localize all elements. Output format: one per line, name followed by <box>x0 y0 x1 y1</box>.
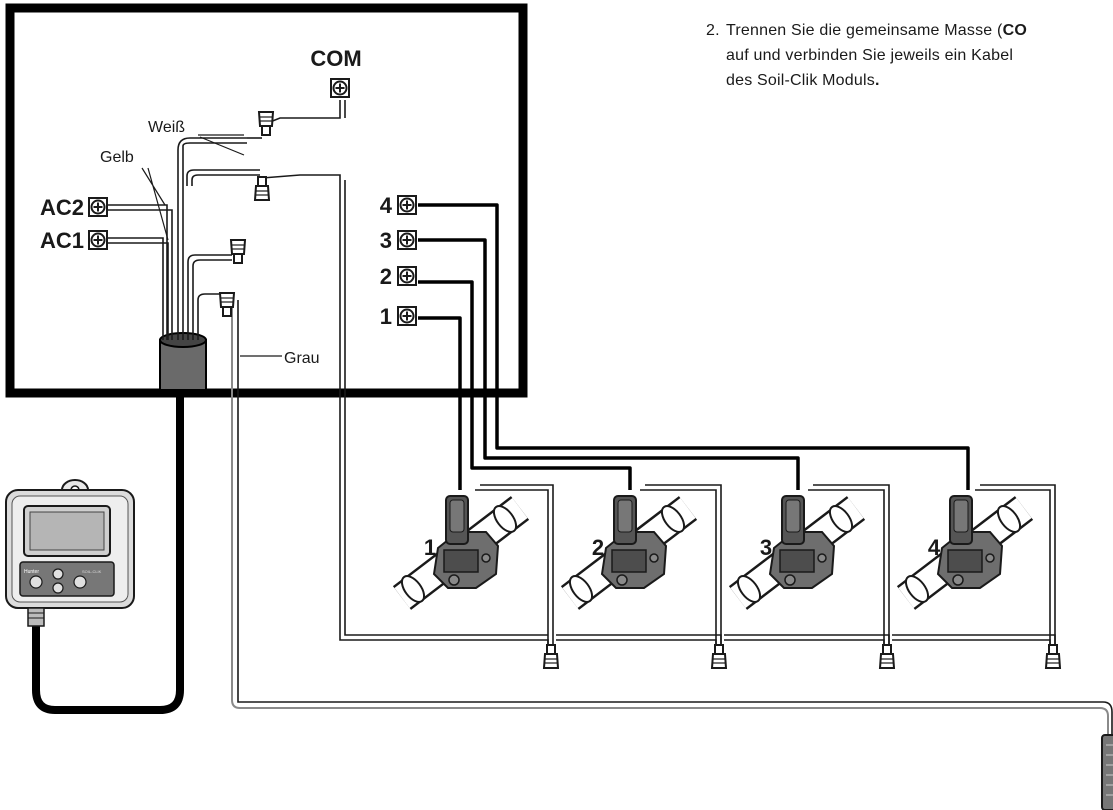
com-terminal <box>330 78 350 98</box>
plus-button-icon <box>52 568 64 580</box>
instruction-line3: des Soil-Clik Moduls <box>726 72 875 89</box>
ac2-terminal <box>88 197 108 217</box>
wire-nut <box>230 239 246 264</box>
soil-clik-module: Hunter SOIL-CLIK <box>5 479 135 627</box>
valve-2 <box>566 496 689 606</box>
station-label: 4 <box>380 193 393 218</box>
station-wires <box>418 203 970 490</box>
ac2-label: AC2 <box>40 195 84 220</box>
minus-button-icon <box>52 582 64 594</box>
station-1-terminal <box>397 306 417 326</box>
valve-number: 4 <box>928 535 941 560</box>
com-label: COM <box>310 46 361 71</box>
ac1-terminal <box>88 230 108 250</box>
station-4-terminal <box>397 195 417 215</box>
station-label: 3 <box>380 228 392 253</box>
instruction-line1: Trennen Sie die gemeinsame Masse ( <box>726 22 1003 39</box>
station-2-terminal <box>397 266 417 286</box>
grau-label: Grau <box>284 350 320 367</box>
wire-nut <box>543 644 559 669</box>
weiss-label: Weiß <box>148 119 185 136</box>
station-3-terminal <box>397 230 417 250</box>
instruction-period: . <box>874 72 880 89</box>
valve-3 <box>734 496 857 606</box>
instruction-number: 2. <box>706 22 720 39</box>
wire-nut <box>258 111 274 136</box>
station-label: 1 <box>380 304 392 329</box>
valve-1 <box>398 496 521 606</box>
wire-nut <box>219 292 235 317</box>
valve-4 <box>902 496 1025 606</box>
instruction-com-fragment: CO <box>1002 22 1027 39</box>
gelb-label: Gelb <box>100 149 134 166</box>
soil-sensor-probe <box>1101 734 1113 810</box>
instruction-line2: auf und verbinden Sie jeweils ein Kabel <box>726 47 1014 64</box>
brand-logo: Hunter <box>24 569 39 575</box>
wire-nut <box>879 644 895 669</box>
wire-bundle <box>88 137 247 340</box>
valve-number: 1 <box>424 535 436 560</box>
soil-clik-cable <box>32 390 184 714</box>
wire-nut <box>254 176 270 201</box>
soil-clik-text: SOIL-CLIK <box>82 569 102 574</box>
valve-number: 3 <box>760 535 772 560</box>
wire-nut <box>1045 644 1061 669</box>
pause-button-icon <box>73 575 87 589</box>
instruction-text: 2. Trennen Sie die gemeinsame Masse (CO a… <box>706 18 1113 93</box>
check-button-icon <box>29 575 43 589</box>
valve-number: 2 <box>592 535 604 560</box>
cable-sheath <box>159 339 207 391</box>
station-label: 2 <box>380 264 392 289</box>
ac1-label: AC1 <box>40 228 84 253</box>
wire-nut <box>711 644 727 669</box>
